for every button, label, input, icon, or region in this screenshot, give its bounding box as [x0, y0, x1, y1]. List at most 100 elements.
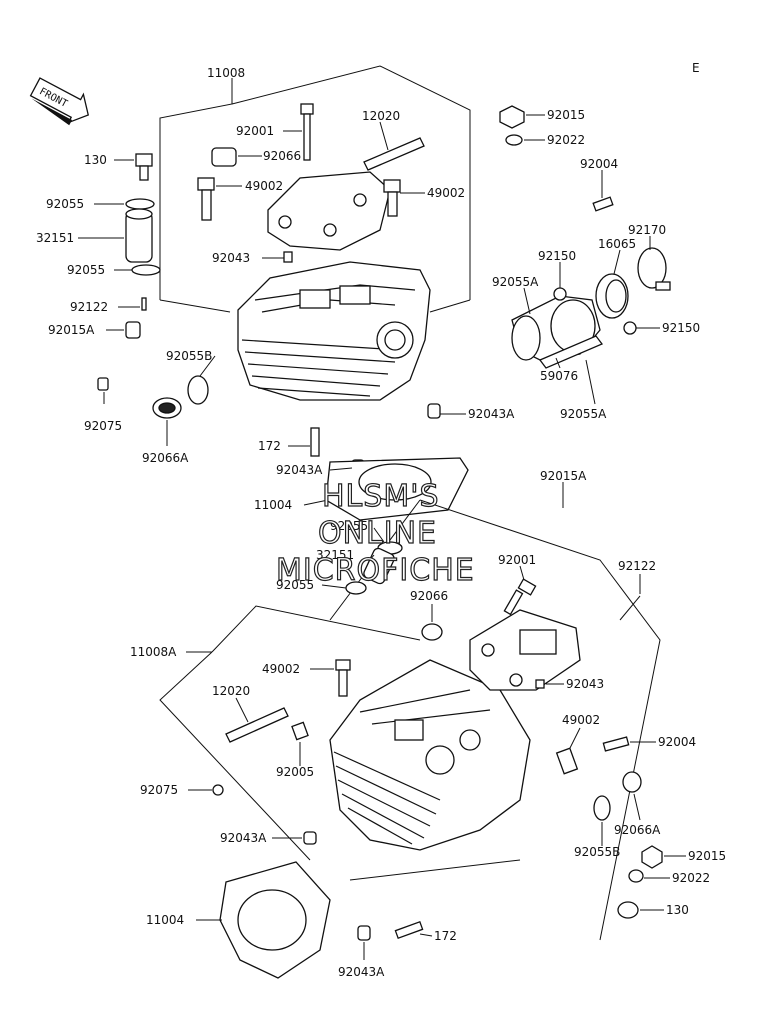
rocker-holder-rear	[267, 171, 391, 251]
cap-92066-bottom	[421, 623, 443, 641]
label-92043A-c: 92043A	[220, 831, 267, 845]
cap-92066-top	[211, 147, 237, 167]
cap-92066A-top	[152, 397, 182, 419]
label-16065: 16065	[598, 237, 636, 251]
dowel-92043A-d	[357, 925, 371, 941]
washer-92022-bottom	[628, 869, 644, 883]
watermark: HLSM'S ONLINE MICROFICHE	[275, 478, 475, 588]
label-92122-top: 92122	[70, 300, 108, 314]
label-49002-bottom-left: 49002	[262, 662, 300, 676]
gasket-92055A-b	[538, 335, 604, 369]
washer-92022-top	[505, 134, 523, 146]
dowel-92043-bottom	[535, 679, 545, 689]
label-92043-bottom: 92043	[566, 677, 604, 691]
oring-92055B-bottom	[593, 795, 611, 821]
plug-92075-bottom	[212, 784, 224, 796]
label-32151-bottom: 32151	[316, 548, 354, 562]
label-92066-bottom: 92066	[410, 589, 448, 603]
label-11004-top: 11004	[254, 498, 292, 512]
gasket-11004-bottom	[219, 861, 331, 979]
screw-92150-a	[553, 287, 567, 301]
part-labels: 11008 12020 92015 92001 92022 92066 130 …	[36, 66, 726, 979]
stud-92004-bottom	[602, 736, 630, 752]
oring-92055-b	[131, 264, 161, 276]
bracket-11008	[159, 65, 471, 313]
label-92043-top: 92043	[212, 251, 250, 265]
label-92022-top: 92022	[547, 133, 585, 147]
label-92004-top: 92004	[580, 157, 618, 171]
lifter-49002-top-left	[197, 177, 215, 221]
label-130-top: 130	[84, 153, 107, 167]
stud-172-bottom	[394, 920, 424, 940]
bolt-130-bottom	[617, 901, 639, 919]
label-92075-top: 92075	[84, 419, 122, 433]
fitting-92005	[291, 721, 309, 741]
shaft-12020-top	[363, 137, 425, 171]
label-92015A-mid: 92015A	[540, 469, 587, 483]
dowel-92043-top	[283, 251, 293, 263]
page-marker: E	[692, 61, 700, 75]
dowel-92043A-c	[303, 831, 317, 845]
bolt-130-top	[135, 153, 153, 181]
label-92055A-b: 92055A	[560, 407, 607, 421]
lifter-49002-bottom-right	[555, 747, 579, 775]
label-172-top: 172	[258, 439, 281, 453]
label-49002-top-left: 49002	[245, 179, 283, 193]
label-92122-bottom: 92122	[618, 559, 656, 573]
label-92004-bottom: 92004	[658, 735, 696, 749]
stud-92004-top	[592, 196, 614, 212]
watermark-line-3: MICROFICHE	[276, 553, 475, 588]
label-130-bottom: 130	[666, 903, 689, 917]
label-92075-bottom: 92075	[140, 783, 178, 797]
pipe-32151-bottom	[363, 547, 395, 585]
label-49002-top-right: 49002	[427, 186, 465, 200]
label-92001-top: 92001	[236, 124, 274, 138]
label-92150-b: 92150	[662, 321, 700, 335]
label-11008A: 11008A	[130, 645, 177, 659]
label-12020-top: 12020	[362, 109, 400, 123]
cylinder-head-front	[329, 659, 531, 851]
stud-172-top	[310, 427, 320, 457]
nut-92015-top	[499, 105, 525, 129]
label-92066A-bottom: 92066A	[614, 823, 661, 837]
label-92066A-top: 92066A	[142, 451, 189, 465]
nut-92015-bottom	[641, 845, 663, 869]
pin-92122-bottom	[619, 595, 641, 621]
label-92015-bottom: 92015	[688, 849, 726, 863]
label-92055-c: 92055	[330, 519, 368, 533]
label-92001-bottom: 92001	[498, 553, 536, 567]
label-92055-a: 92055	[46, 197, 84, 211]
lifter-49002-bottom-left	[335, 659, 351, 697]
label-172-bottom: 172	[434, 929, 457, 943]
rocker-holder-front	[469, 609, 581, 691]
bolt-92001-top	[300, 103, 314, 161]
label-92043A-a: 92043A	[468, 407, 515, 421]
shaft-12020-bottom	[225, 707, 289, 743]
label-49002-bottom-right: 49002	[562, 713, 600, 727]
sleeve-92015A-top	[125, 321, 141, 339]
label-92022-bottom: 92022	[672, 871, 710, 885]
pin-92122-top	[141, 297, 147, 311]
label-11008: 11008	[207, 66, 245, 80]
dowel-92043A-a	[427, 403, 441, 419]
cylinder-head-rear	[237, 261, 431, 401]
label-92066-top: 92066	[263, 149, 301, 163]
label-92055A-top: 92055A	[492, 275, 539, 289]
holder-16065	[595, 273, 629, 319]
label-92015A-top: 92015A	[48, 323, 95, 337]
label-12020-bottom: 12020	[212, 684, 250, 698]
label-92043A-b: 92043A	[276, 463, 323, 477]
label-92005: 92005	[276, 765, 314, 779]
plug-92075-top	[97, 377, 109, 391]
label-92043A-d: 92043A	[338, 965, 385, 979]
label-92055-d: 92055	[276, 578, 314, 592]
label-92150-a: 92150	[538, 249, 576, 263]
label-59076: 59076	[540, 369, 578, 383]
label-92170: 92170	[628, 223, 666, 237]
bolt-92001-bottom	[503, 578, 537, 616]
label-92015-top: 92015	[547, 108, 585, 122]
label-92055B-top: 92055B	[166, 349, 212, 363]
watermark-line-2: ONLINE	[318, 516, 437, 551]
label-92055B-bottom: 92055B	[574, 845, 620, 859]
